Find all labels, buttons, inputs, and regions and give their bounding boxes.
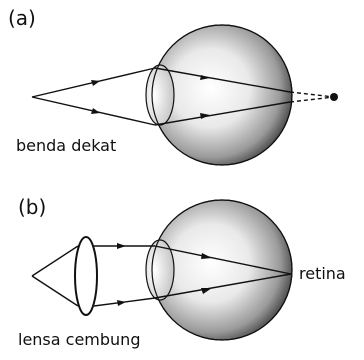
convex-lens xyxy=(75,237,97,315)
panel-b-caption: lensa cembung xyxy=(18,330,140,349)
panel-a-image-point xyxy=(330,93,338,101)
panel-a-label: (a) xyxy=(8,6,36,30)
panel-a-eye xyxy=(146,25,292,165)
retina-label: retina xyxy=(299,264,346,283)
panel-a-caption: benda dekat xyxy=(16,136,116,155)
panel-b-label: (b) xyxy=(18,195,46,219)
